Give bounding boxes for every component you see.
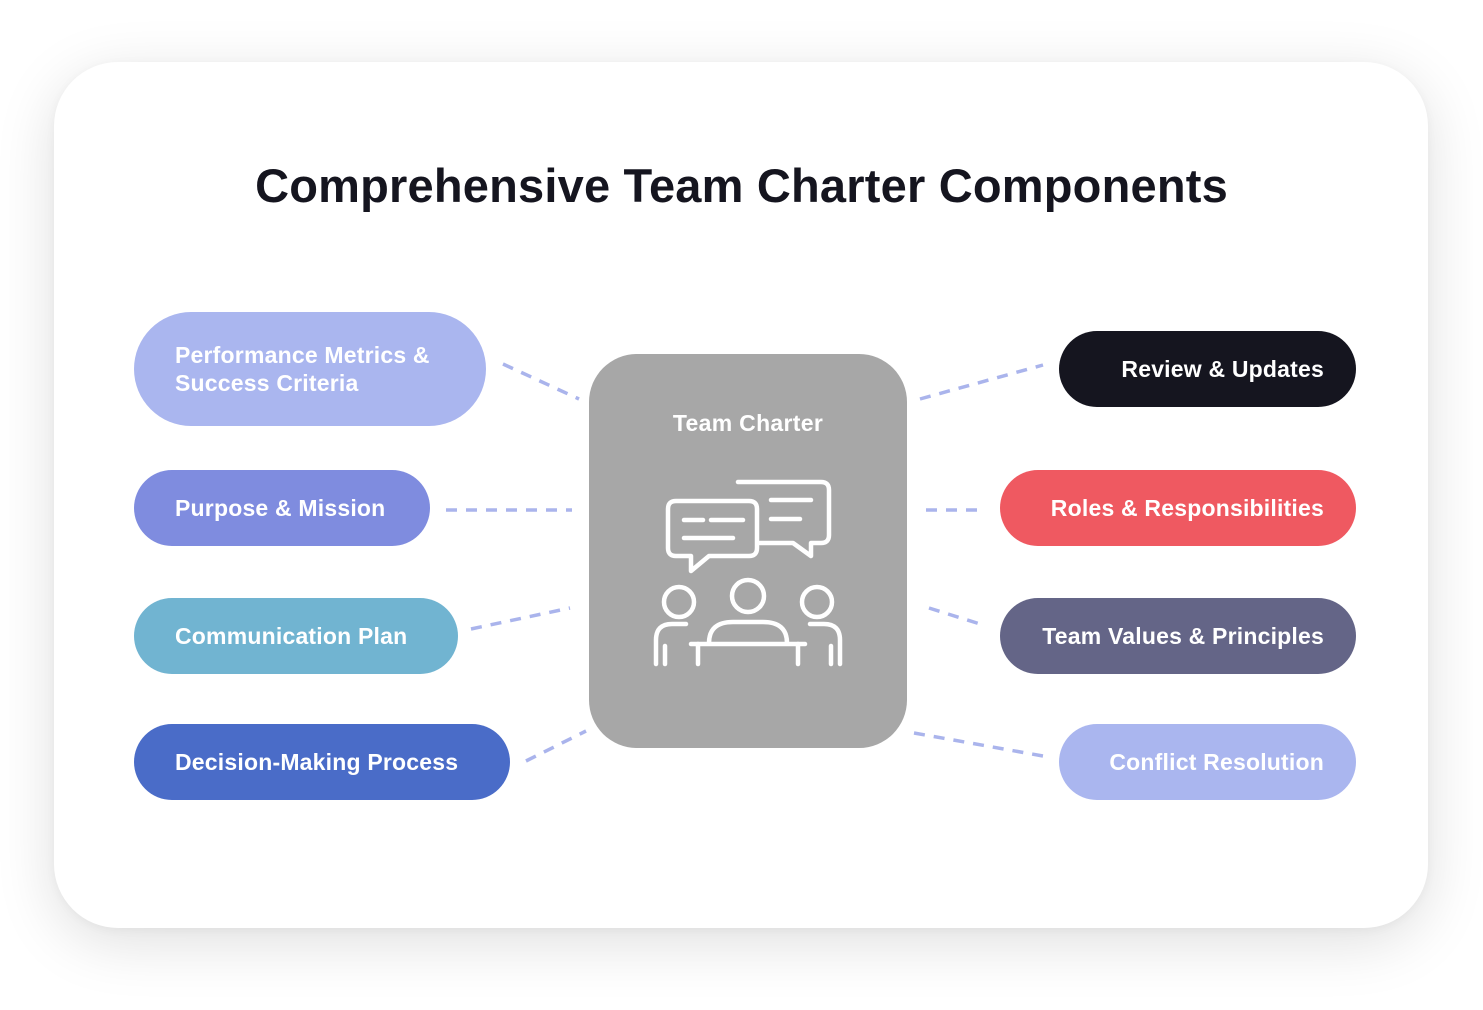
connector-review-updates xyxy=(919,363,1044,401)
connector-performance-metrics xyxy=(502,362,580,401)
pill-label: Purpose & Mission xyxy=(175,495,386,521)
team-charter-hub: Team Charter xyxy=(589,354,907,748)
pill-review-updates: Review & Updates xyxy=(1059,331,1356,407)
pill-label: Conflict Resolution xyxy=(1109,749,1324,775)
pill-performance-metrics: Performance Metrics & Success Criteria xyxy=(134,312,486,426)
pill-purpose-mission: Purpose & Mission xyxy=(134,470,430,546)
team-meeting-chat-icon xyxy=(653,479,843,667)
pill-label: Team Values & Principles xyxy=(1042,623,1324,649)
connector-conflict-resolution xyxy=(913,731,1044,758)
connector-communication-plan xyxy=(470,606,571,631)
pill-label: Decision-Making Process xyxy=(175,749,459,775)
hub-title: Team Charter xyxy=(672,410,824,436)
pill-roles-responsibilities: Roles & Responsibilities xyxy=(1000,470,1356,546)
pill-conflict-resolution: Conflict Resolution xyxy=(1059,724,1356,800)
pill-team-values: Team Values & Principles xyxy=(1000,598,1356,674)
pill-label: Roles & Responsibilities xyxy=(1050,495,1324,521)
pill-label: Review & Updates xyxy=(1121,356,1324,382)
pill-label-line2: Success Criteria xyxy=(175,370,359,396)
diagram-title: Comprehensive Team Charter Components xyxy=(255,159,1228,212)
pill-label-line1: Performance Metrics & xyxy=(175,342,430,368)
connector-decision-making xyxy=(525,729,587,763)
connector-team-values xyxy=(928,606,981,626)
pill-label: Communication Plan xyxy=(175,623,408,649)
pill-decision-making: Decision-Making Process xyxy=(134,724,510,800)
pill-communication-plan: Communication Plan xyxy=(134,598,458,674)
